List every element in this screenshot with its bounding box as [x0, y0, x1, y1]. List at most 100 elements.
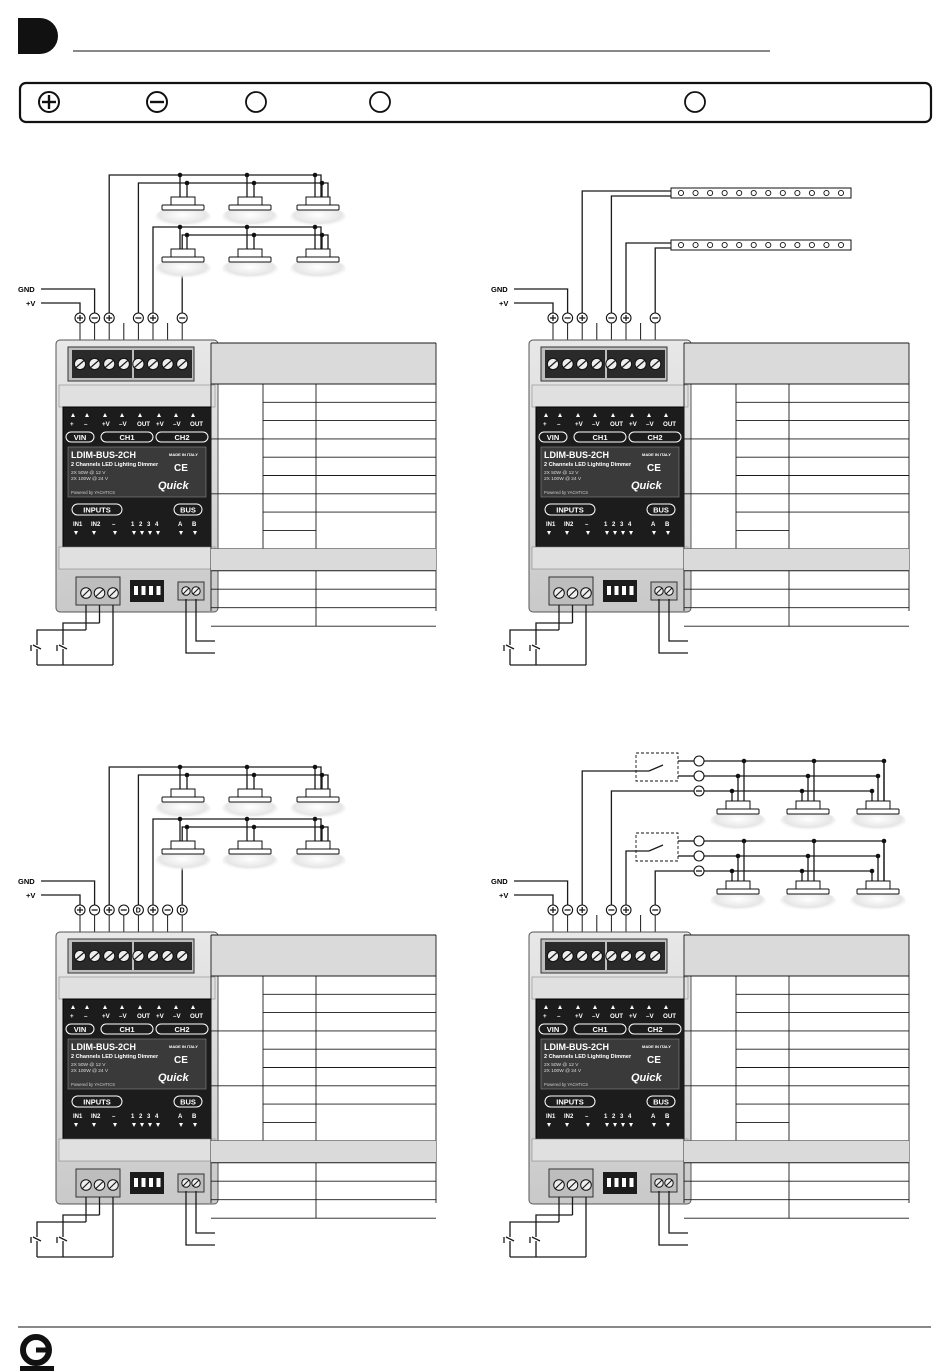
minus-terminal-icon	[605, 904, 617, 916]
svg-text:Powered by YACHTICS: Powered by YACHTICS	[544, 1082, 588, 1087]
terminal-screw-icon	[561, 357, 574, 371]
input-screw-icon	[580, 587, 592, 599]
brand-logo: Quick	[158, 1072, 189, 1084]
svg-text:2X 100W @ 24 V: 2X 100W @ 24 V	[544, 476, 582, 482]
vplus-label: +V	[26, 299, 35, 308]
gnd-label: GND	[18, 285, 35, 294]
svg-text:4: 4	[155, 522, 159, 528]
group-ch2-label: CH2	[174, 1025, 189, 1034]
vplus-label: +V	[499, 891, 508, 900]
svg-text:2X 50W @ 12 V: 2X 50W @ 12 V	[71, 470, 106, 476]
spec-table	[683, 342, 910, 627]
terminal-screw-icon	[132, 357, 145, 371]
svg-text:2 Channels LED Lighting Dimmer: 2 Channels LED Lighting Dimmer	[544, 462, 632, 468]
terminal-screw-icon	[561, 949, 574, 963]
svg-text:D: D	[136, 908, 141, 915]
dip-switch[interactable]	[130, 1172, 164, 1194]
svg-text:IN1: IN1	[546, 522, 556, 528]
group-ch1-label: CH1	[592, 433, 607, 442]
minus-terminal-icon	[649, 312, 661, 324]
svg-text:+: +	[70, 421, 74, 428]
svg-text:OUT: OUT	[610, 1013, 623, 1020]
svg-text:B: B	[192, 522, 197, 528]
terminal-screw-icon	[73, 357, 87, 371]
terminal-screw-icon	[103, 357, 116, 371]
plus-terminal-icon	[74, 904, 86, 916]
svg-text:+: +	[70, 1013, 74, 1020]
plus-terminal-icon	[103, 312, 115, 324]
svg-text:–: –	[557, 421, 561, 428]
push-switch-icon	[529, 640, 541, 665]
svg-text:OUT: OUT	[137, 421, 150, 428]
minus-terminal-icon	[649, 904, 661, 916]
brand-logo: Quick	[631, 1072, 662, 1084]
plus-terminal-icon	[147, 312, 159, 324]
terminal-screw-icon	[176, 949, 189, 963]
input-screw-icon	[107, 587, 119, 599]
minus-circle-icon	[146, 91, 168, 113]
svg-text:A: A	[651, 522, 656, 528]
downlight-lamp-icon	[710, 880, 766, 911]
terminal-screw-icon	[619, 949, 633, 963]
group-vin-label: VIN	[547, 433, 560, 442]
svg-text:+: +	[543, 1013, 547, 1020]
terminal-screw-icon	[634, 949, 647, 963]
spec-table	[683, 934, 910, 1219]
svg-text:OUT: OUT	[610, 421, 623, 428]
svg-text:4: 4	[628, 1114, 632, 1120]
svg-text:–V: –V	[119, 421, 127, 428]
svg-text:2X 100W @ 24 V: 2X 100W @ 24 V	[71, 1068, 109, 1074]
group-ch2-label: CH2	[647, 1025, 662, 1034]
downlight-lamp-icon	[222, 196, 278, 227]
svg-text:B: B	[665, 1114, 670, 1120]
input-screw-icon	[580, 1179, 592, 1191]
empty-circle-icon	[369, 91, 391, 113]
svg-text:BUS: BUS	[180, 506, 196, 515]
downlight-lamp-icon	[780, 800, 836, 831]
svg-text:2: 2	[612, 522, 616, 528]
svg-text:–V: –V	[646, 1013, 654, 1020]
legend-bar	[18, 81, 933, 124]
minus-terminal-icon	[176, 312, 188, 324]
svg-text:2X 50W @ 12 V: 2X 50W @ 12 V	[544, 1062, 579, 1068]
minus-terminal-icon	[693, 785, 705, 797]
plus-terminal-icon	[620, 312, 632, 324]
downlight-lamp-icon	[290, 788, 346, 819]
svg-text:–: –	[112, 522, 116, 528]
push-switch-icon	[503, 1232, 515, 1257]
group-ch1-label: CH1	[592, 1025, 607, 1034]
terminal-screw-icon	[132, 949, 145, 963]
svg-text:1: 1	[131, 522, 135, 528]
svg-text:–V: –V	[592, 421, 600, 428]
d-terminal-icon: D	[176, 904, 188, 916]
plus-terminal-icon	[74, 312, 86, 324]
downlight-lamp-icon	[290, 840, 346, 871]
d-terminal-icon: D	[132, 904, 144, 916]
minus-terminal-icon	[132, 312, 144, 324]
svg-text:Powered by YACHTICS: Powered by YACHTICS	[544, 490, 588, 495]
svg-text:IN2: IN2	[91, 1114, 101, 1120]
svg-text:2X 50W @ 12 V: 2X 50W @ 12 V	[544, 470, 579, 476]
svg-text:BUS: BUS	[653, 506, 669, 515]
model-label: LDIM-BUS-2CH	[544, 1042, 609, 1052]
svg-text:IN1: IN1	[73, 1114, 83, 1120]
terminal-screw-icon	[176, 357, 189, 371]
dip-switch[interactable]	[603, 580, 637, 602]
dip-switch[interactable]	[130, 580, 164, 602]
terminal-screw-icon	[605, 949, 618, 963]
svg-text:OUT: OUT	[663, 421, 676, 428]
terminal-screw-icon	[88, 949, 101, 963]
svg-text:2: 2	[612, 1114, 616, 1120]
header-tab	[18, 18, 58, 54]
svg-text:1: 1	[604, 522, 608, 528]
svg-text:–: –	[585, 522, 589, 528]
svg-text:MADE IN ITALY: MADE IN ITALY	[642, 452, 671, 457]
ce-mark: CE	[174, 1055, 188, 1066]
dip-switch[interactable]	[603, 1172, 637, 1194]
minus-terminal-icon	[89, 904, 101, 916]
terminal-screw-icon	[146, 949, 160, 963]
group-ch1-label: CH1	[119, 433, 134, 442]
minus-terminal-icon	[605, 312, 617, 324]
brand-logo: Quick	[631, 480, 662, 492]
